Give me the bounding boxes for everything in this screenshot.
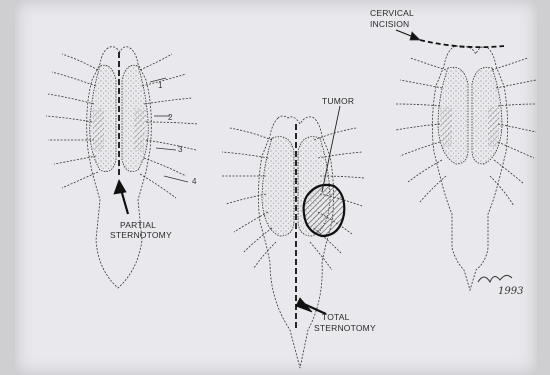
partial-label-line1: PARTIAL [120, 220, 156, 230]
left-figure [46, 47, 198, 288]
rib-label-3: 3 [178, 145, 183, 154]
cervical-label-line1: CERVICAL [370, 8, 414, 18]
right-figure [396, 30, 536, 290]
total-label-line1: TOTAL [322, 312, 350, 322]
tumor-leader [322, 106, 340, 192]
rib-label-4: 4 [192, 177, 197, 186]
rib-number-markers [150, 78, 188, 182]
partial-label-line2: STERNOTOMY [110, 230, 172, 240]
cervical-label-line2: INCISION [370, 19, 409, 29]
cervical-incision-line [420, 40, 504, 47]
tumor-mass [304, 185, 345, 236]
artist-signature [478, 275, 512, 282]
rib-number-labels: 1 2 3 4 [158, 81, 197, 186]
signature-year: 1993 [498, 286, 523, 297]
middle-figure-lobe-left [262, 137, 294, 236]
total-label-line2: STERNOTOMY [314, 323, 376, 333]
tumor-label: TUMOR [322, 96, 354, 106]
rib-label-1: 1 [158, 81, 163, 90]
rib-label-2: 2 [168, 113, 173, 122]
